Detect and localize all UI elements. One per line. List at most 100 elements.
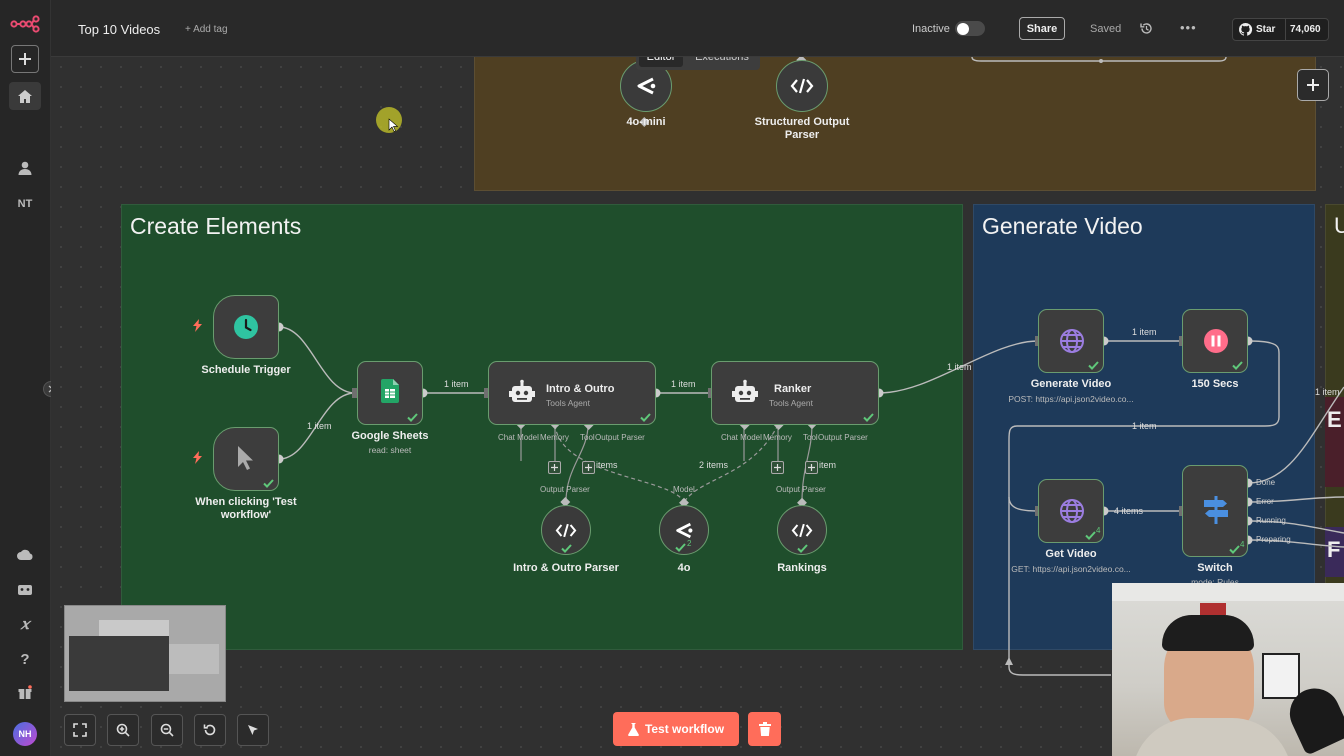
port-label-memory: Memory (763, 433, 792, 442)
flask-icon (628, 722, 639, 736)
tab-executions[interactable]: Executions (695, 57, 749, 63)
node-label-manual-trigger: When clicking 'Test workflow' (195, 496, 297, 521)
zoom-in-button[interactable] (107, 714, 139, 746)
n8n-logo-icon[interactable] (9, 10, 41, 38)
success-check-icon (675, 539, 686, 557)
switch-output-done: Done (1256, 478, 1276, 487)
node-subtitle-intro-outro: Tools Agent (546, 398, 590, 408)
port-label-output-parser: Output Parser (540, 485, 590, 494)
node-generate-video[interactable] (1038, 309, 1104, 373)
project-initials[interactable]: NT (17, 198, 33, 210)
node-label-intro-outro: Intro & Outro (546, 383, 615, 395)
add-node-button[interactable] (1297, 69, 1329, 101)
node-label-generate-video: Generate Video (1030, 378, 1112, 390)
node-intro-outro-agent[interactable]: Intro & Outro Tools Agent (488, 361, 656, 425)
cursor-icon (236, 445, 256, 476)
person-shirt (1132, 718, 1292, 756)
trash-icon (758, 722, 771, 736)
cloud-icon[interactable] (9, 540, 41, 568)
star-label: Star (1256, 24, 1276, 35)
help-icon[interactable]: ? (20, 650, 30, 668)
success-check-icon (263, 475, 274, 493)
history-icon[interactable] (1140, 22, 1153, 40)
share-button[interactable]: Share (1019, 17, 1065, 40)
robot-icon (509, 379, 535, 409)
test-workflow-label: Test workflow (644, 722, 725, 736)
connection-label: 1 item (307, 421, 332, 431)
github-icon (1238, 22, 1253, 41)
port-label-chat-model: Chat Model (498, 433, 539, 442)
minimap[interactable] (64, 605, 226, 702)
variables-icon[interactable]: 𝑥 (20, 615, 30, 633)
connection-label: 2 items (699, 460, 729, 470)
node-manual-trigger[interactable] (213, 427, 279, 491)
fit-view-button[interactable] (64, 714, 96, 746)
active-toggle[interactable] (955, 21, 985, 36)
node-rankings-parser[interactable] (777, 505, 827, 555)
inactive-label: Inactive (912, 23, 950, 35)
sticky-note-top[interactable] (474, 57, 1316, 191)
node-structured-output-parser[interactable] (776, 60, 828, 112)
templates-icon[interactable] (9, 575, 41, 603)
group-title-generate-video: Generate Video (982, 213, 1143, 239)
node-label-get-video: Get Video (1045, 548, 1097, 560)
add-tool-button[interactable] (582, 461, 595, 474)
add-memory-button[interactable] (548, 461, 561, 474)
workflow-title[interactable]: Top 10 Videos (78, 22, 161, 37)
google-sheets-icon (381, 379, 399, 408)
port-label-tool: Tool (803, 433, 818, 442)
switch-output-error: Error (1256, 497, 1274, 506)
node-intro-outro-parser[interactable] (541, 505, 591, 555)
github-star-button[interactable]: Star 74,060 (1232, 18, 1329, 41)
left-sidebar: NT 𝑥 ? NH (0, 0, 59, 756)
globe-icon (1059, 328, 1085, 359)
run-count-badge: 4 (1096, 526, 1101, 535)
node-get-video[interactable]: 4 (1038, 479, 1104, 543)
gift-icon[interactable] (9, 678, 41, 706)
connection-label: 1 item (671, 379, 696, 389)
port-label-model: Model (673, 485, 695, 494)
node-model-4o[interactable]: 2 (659, 505, 709, 555)
port-label-memory: Memory (540, 433, 569, 442)
run-count-badge: 4 (1240, 540, 1245, 549)
connections-layer (971, 57, 1227, 63)
node-label-switch: Switch (1197, 562, 1233, 574)
success-check-icon (561, 540, 572, 558)
add-memory-button[interactable] (771, 461, 784, 474)
minimap-viewport (99, 620, 169, 636)
node-schedule-trigger[interactable] (213, 295, 279, 359)
connection-label: 1 item (1132, 421, 1157, 431)
add-tag-link[interactable]: + Add tag (185, 24, 228, 35)
partial-node-block-2 (1325, 527, 1344, 577)
divider (1285, 19, 1286, 40)
more-options-icon[interactable]: ••• (1180, 20, 1197, 35)
home-icon[interactable] (9, 82, 41, 110)
node-label-schedule-trigger: Schedule Trigger (201, 364, 291, 376)
red-object (1200, 603, 1226, 615)
globe-icon (1059, 498, 1085, 529)
user-icon[interactable] (9, 154, 41, 182)
add-tool-button[interactable] (805, 461, 818, 474)
test-workflow-button[interactable]: Test workflow (613, 712, 739, 746)
tab-editor[interactable]: Editor (639, 57, 683, 67)
zoom-out-button[interactable] (151, 714, 183, 746)
success-check-icon (407, 409, 418, 427)
sticky-generate-video[interactable]: Generate Video (973, 204, 1315, 650)
trigger-bolt-icon (193, 319, 202, 337)
add-workflow-button[interactable] (11, 45, 39, 73)
select-tool-button[interactable] (237, 714, 269, 746)
node-ranker-agent[interactable]: Ranker Tools Agent (711, 361, 879, 425)
node-google-sheets[interactable] (357, 361, 423, 425)
delete-button[interactable] (748, 712, 781, 746)
pause-icon (1203, 328, 1229, 359)
avatar[interactable]: NH (13, 722, 37, 746)
toggle-knob (957, 22, 969, 35)
node-label-150-secs: 150 Secs (1191, 378, 1239, 390)
reset-zoom-button[interactable] (194, 714, 226, 746)
node-switch[interactable]: 4 (1182, 465, 1248, 557)
node-label-4o-mini: 4o-mini (626, 116, 666, 128)
trigger-bolt-icon (193, 451, 202, 469)
workflow-canvas[interactable]: Create Elements Generate Video U E F (51, 57, 1344, 756)
node-wait-150-secs[interactable] (1182, 309, 1248, 373)
connection-label: 1 item (1132, 327, 1157, 337)
